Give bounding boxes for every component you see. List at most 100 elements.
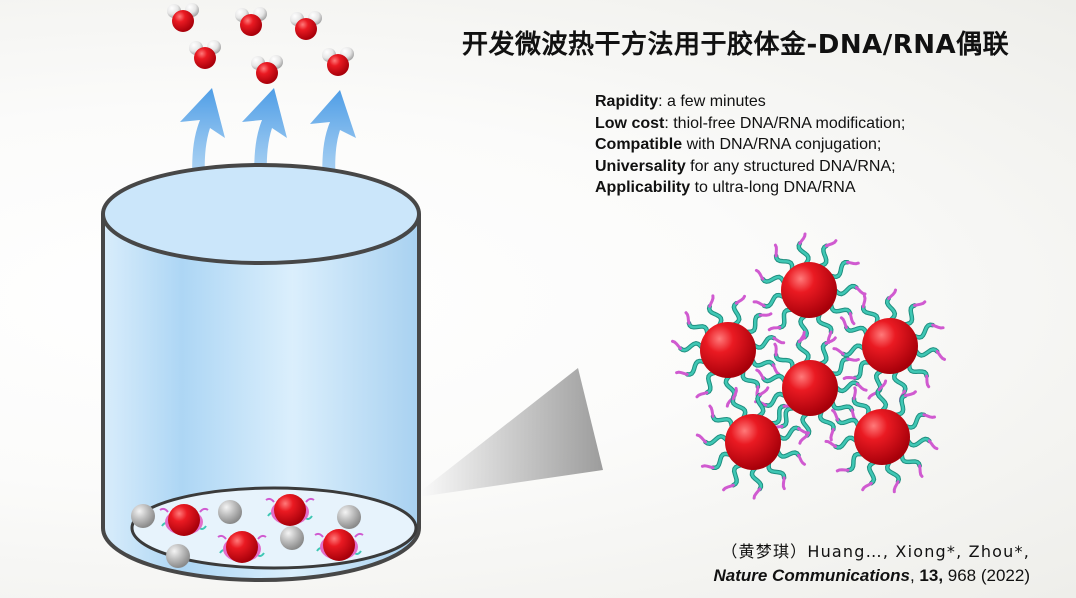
dna-strand-highlight	[761, 275, 786, 284]
dna-tip	[839, 316, 848, 329]
dna-tip	[731, 386, 738, 401]
dna-strand-highlight	[912, 323, 934, 339]
page-title: 开发微波热干方法用于胶体金-DNA/RNA偶联	[462, 30, 1010, 60]
dna-tip	[797, 330, 806, 344]
feature-text: : thiol-free DNA/RNA modification;	[664, 114, 906, 132]
dna-tip	[835, 468, 850, 473]
dna-strand-highlight	[762, 293, 786, 308]
dna-strand-highlight	[769, 404, 786, 425]
dna-tip	[708, 404, 715, 418]
dna-tip	[832, 347, 845, 356]
dna-tip	[846, 357, 860, 362]
dna-tip	[695, 433, 707, 444]
dna-tip	[752, 487, 762, 500]
dna-tip	[773, 342, 778, 357]
dna-tip	[824, 439, 837, 448]
gold-nanoparticle	[862, 318, 918, 374]
dna-tip	[877, 379, 888, 392]
dna-strand-highlight	[711, 452, 732, 469]
dna-tip	[695, 391, 709, 399]
feature-list: Rapidity: a few minutes Low cost: thiol-…	[595, 91, 1055, 199]
dna-strand-highlight	[829, 302, 852, 315]
dna-strand-highlight	[906, 437, 931, 447]
feature-universality: Universality for any structured DNA/RNA;	[595, 156, 1055, 178]
gold-nanoparticle	[725, 414, 781, 470]
citation-journal: Nature Communications	[713, 566, 910, 585]
gold-nanoparticle	[854, 409, 910, 465]
dna-strand-highlight	[711, 415, 734, 429]
dna-strand-highlight	[914, 348, 939, 357]
dna-strand-highlight	[834, 381, 859, 393]
dna-strand-highlight	[767, 461, 786, 480]
dna-strand-highlight	[745, 313, 762, 334]
dna-strand-highlight	[833, 284, 858, 296]
dna-strand-highlight	[841, 344, 866, 357]
dna-tip	[671, 339, 682, 350]
dna-strand-highlight	[903, 304, 916, 326]
dna-tip	[927, 439, 939, 451]
water-molecule-icon	[167, 3, 354, 84]
dna-strand-highlight	[750, 466, 763, 491]
citation-separator: ,	[909, 566, 920, 585]
dna-tip	[752, 300, 766, 308]
feature-applicability: Applicability to ultra-long DNA/RNA	[595, 177, 1055, 199]
zoom-cone	[412, 368, 603, 498]
dna-tip	[824, 239, 838, 248]
dna-strand-highlight	[886, 460, 900, 483]
feature-text: with DNA/RNA conjugation;	[682, 136, 882, 154]
dna-strand-highlight	[752, 336, 776, 349]
dna-tip	[781, 476, 786, 491]
dna-strand-highlight	[731, 397, 747, 420]
feature-rapidity: Rapidity: a few minutes	[595, 91, 1055, 113]
dna-tip	[829, 427, 835, 442]
dna-strand-highlight	[774, 254, 794, 272]
dna-tip	[831, 408, 840, 422]
gold-nanoparticle	[782, 360, 838, 416]
dna-strand-highlight	[834, 436, 858, 449]
feature-term: Universality	[595, 157, 686, 175]
dna-strand-highlight	[867, 460, 877, 485]
feature-text: : a few minutes	[658, 93, 766, 110]
dna-tip	[824, 336, 837, 345]
dna-strand-highlight	[829, 261, 849, 278]
dna-strand-highlight	[846, 452, 864, 472]
dna-tip	[773, 243, 778, 258]
dna-tip	[842, 375, 857, 380]
dna-strand-highlight	[831, 400, 854, 412]
dna-strand-highlight	[797, 340, 810, 364]
dna-strand-highlight	[885, 297, 897, 322]
beaker-icon	[101, 163, 421, 582]
dna-strand-highlight	[750, 358, 775, 367]
dna-strand-highlight	[818, 410, 835, 431]
dna-tip	[931, 323, 945, 330]
dna-tip	[675, 370, 689, 376]
dna-tip	[887, 288, 897, 300]
dna-strand-highlight	[741, 369, 760, 389]
dna-tip	[892, 480, 900, 494]
dna-strand-highlight	[894, 394, 907, 417]
dna-strand-highlight	[818, 342, 828, 366]
dna-strand-highlight	[704, 434, 729, 445]
dna-tip	[925, 374, 931, 389]
gold-nanoparticle	[781, 262, 837, 318]
dna-tip	[918, 464, 924, 478]
citation-reference: Nature Communications, 13, 968 (2022)	[713, 564, 1030, 588]
dna-tip	[797, 427, 810, 435]
dna-tip	[798, 232, 807, 245]
dna-tip	[734, 294, 746, 305]
dna-strand-highlight	[862, 305, 879, 326]
dna-tip	[861, 481, 873, 492]
citation-pages-year: 968 (2022)	[943, 566, 1030, 585]
dna-tip	[772, 336, 786, 345]
citation-volume: 13,	[919, 566, 944, 585]
dna-strand-highlight	[685, 359, 707, 376]
dna-strand-highlight	[762, 374, 787, 383]
dna-tip	[854, 286, 867, 296]
dna-tip	[846, 260, 860, 266]
feature-term: Low cost	[595, 114, 665, 132]
dna-strand-highlight	[732, 301, 741, 326]
dna-strand-highlight	[778, 308, 794, 329]
nanoparticle-cluster-icon	[671, 232, 946, 500]
dna-strand-highlight	[817, 312, 833, 334]
